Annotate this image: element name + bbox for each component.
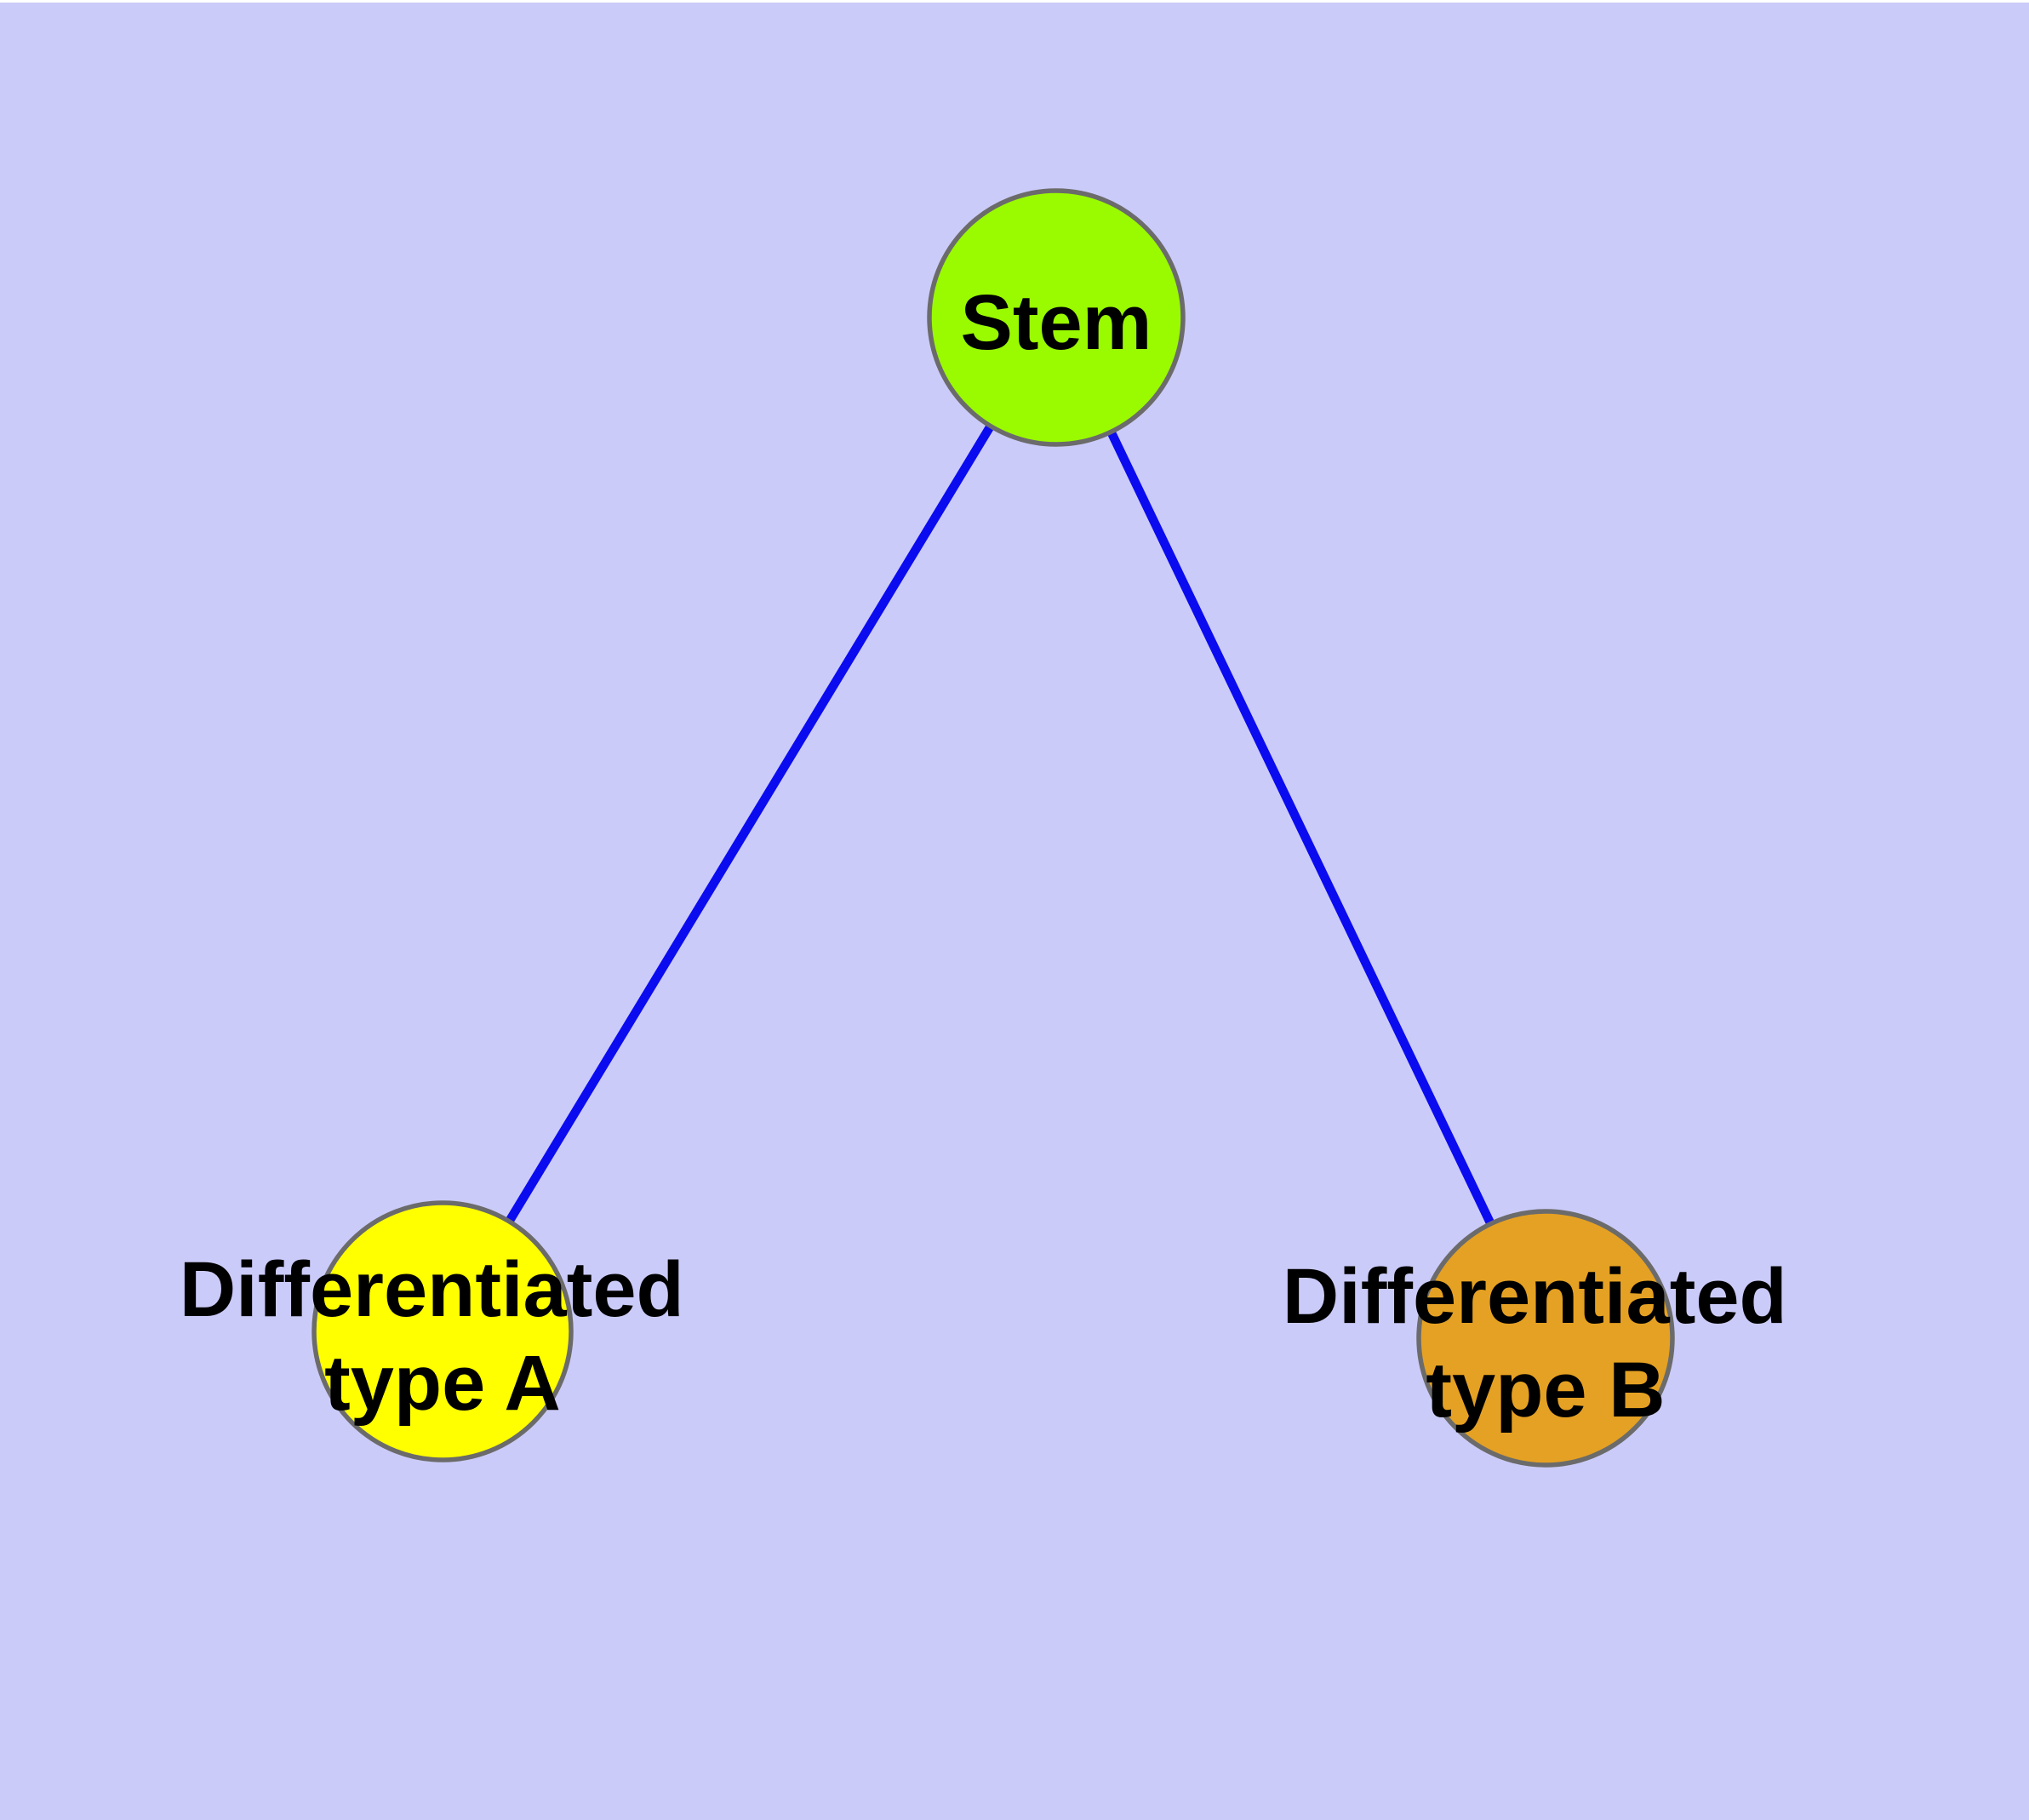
node-type-b-label: Differentiated type B — [1283, 1253, 1809, 1434]
node-type-a-label-line-2: type A — [324, 1340, 561, 1427]
edge-stem-to-type-b — [1052, 315, 1550, 1341]
node-stem — [927, 188, 1186, 447]
node-type-a-label-line-1: Differentiated — [180, 1246, 684, 1333]
edge-stem-to-type-a — [438, 315, 1060, 1334]
node-type-a-label: Differentiated type A — [180, 1246, 706, 1427]
node-type-b-label-line-2: type B — [1426, 1347, 1665, 1434]
node-differentiated-type-a — [311, 1200, 574, 1462]
node-differentiated-type-b — [1416, 1209, 1675, 1468]
node-type-b-label-line-1: Differentiated — [1283, 1253, 1787, 1340]
node-stem-label: Stem — [961, 279, 1152, 366]
